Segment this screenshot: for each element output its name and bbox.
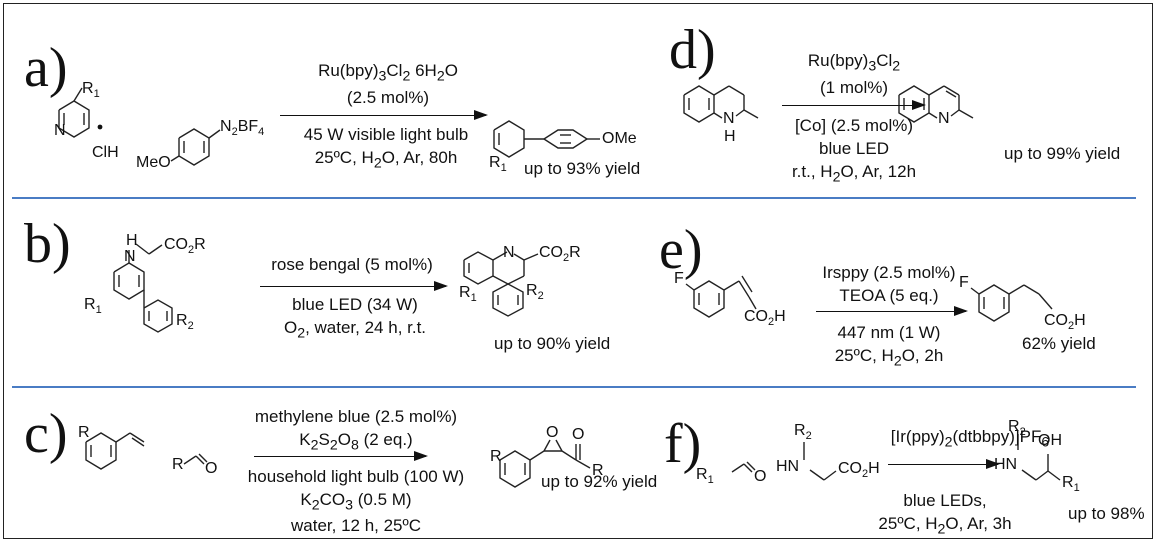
glycine-hn-label: HN bbox=[776, 458, 800, 475]
reaction-arrow-f bbox=[888, 458, 1000, 469]
ome-label: OMe bbox=[602, 130, 637, 147]
panel-label-d: d) bbox=[669, 19, 716, 81]
amine-n-label: N bbox=[124, 248, 136, 265]
glycine-r2-label: R2 bbox=[794, 422, 812, 443]
conditions-b-top: rose bengal (5 mol%) bbox=[271, 255, 433, 274]
thq-h-label: H bbox=[724, 128, 736, 145]
conditions-e-top: Irsppy (2.5 mol%) TEOA (5 eq.) bbox=[822, 263, 956, 305]
conditions-b-bottom: blue LED (34 W) O2, water, 24 h, r.t. bbox=[283, 295, 427, 342]
phenanthridine-n-label: N bbox=[503, 244, 515, 261]
aminoalcohol-r2-label: R2 bbox=[1008, 418, 1026, 439]
thq-n-label: N bbox=[723, 110, 735, 127]
ketone-o-label: O bbox=[572, 426, 585, 443]
aldehyde-f-o-label: O bbox=[754, 468, 767, 485]
panel-label-a: a) bbox=[24, 37, 68, 99]
molecule-tetrahydroquinoline bbox=[683, 85, 974, 123]
product-r1-label: R1 bbox=[459, 284, 477, 305]
meo-label: MeO bbox=[136, 154, 171, 171]
biaryl-b-r1-label: R1 bbox=[84, 296, 102, 317]
glycine-co2h-label: CO2H bbox=[838, 460, 880, 481]
product-f-label: F bbox=[959, 274, 969, 291]
aminoalcohol-oh-label: OH bbox=[1038, 432, 1062, 449]
reactant-co2h-label: CO2H bbox=[744, 308, 786, 329]
conditions-c-bottom: household light bulb (100 W) K2CO3 (0.5 … bbox=[247, 467, 465, 536]
yield-a: up to 93% yield bbox=[524, 159, 641, 178]
aldehyde-r1-label: R1 bbox=[696, 466, 714, 487]
reaction-arrow-a bbox=[280, 109, 488, 120]
reaction-arrow-b bbox=[260, 280, 448, 291]
molecule-glycine-aldehyde bbox=[731, 434, 1061, 481]
molecule-biaryl-glycine bbox=[113, 243, 539, 333]
reaction-arrow-d bbox=[782, 99, 926, 110]
yield-c: up to 92% yield bbox=[541, 472, 658, 491]
clh-label: ClH bbox=[92, 144, 119, 161]
molecule-fluorocinnamic-acid bbox=[685, 275, 1053, 322]
biaryl-b-r2-label: R2 bbox=[176, 312, 194, 333]
pyridine-n-label: N bbox=[54, 122, 66, 139]
ketone-r-label: R bbox=[592, 462, 604, 479]
product-co2r-label: CO2R bbox=[539, 244, 581, 265]
row-separator-2 bbox=[12, 386, 1136, 388]
conditions-d-top: Ru(bpy)3Cl2 (1 mol%) bbox=[807, 51, 901, 97]
yield-d: up to 99% yield bbox=[1004, 144, 1121, 163]
reaction-scheme-figure: a) R1 N ClH MeO N2BF4 Ru(bpy)3Cl2 6H2O (… bbox=[3, 3, 1153, 539]
conditions-c-top: methylene blue (2.5 mol%) K2S2O8 (2 eq.) bbox=[254, 407, 458, 454]
conditions-e-bottom: 447 nm (1 W) 25ºC, H2O, 2h bbox=[834, 323, 944, 370]
yield-e: 62% yield bbox=[1022, 334, 1096, 353]
reaction-arrow-e bbox=[816, 305, 968, 316]
panel-label-e: e) bbox=[659, 219, 703, 281]
amine-h-label: H bbox=[126, 232, 138, 249]
ester-co2r-label: CO2R bbox=[164, 236, 206, 257]
conditions-a-bottom: 45 W visible light bulb 25ºC, H2O, Ar, 8… bbox=[303, 125, 469, 172]
aminoalcohol-r1-label: R1 bbox=[1062, 474, 1080, 495]
aldehyde-r-label: R bbox=[172, 456, 184, 473]
panel-label-f: f) bbox=[664, 413, 702, 475]
styrene-r-label: R bbox=[78, 424, 90, 441]
reactant-f-label: F bbox=[674, 270, 684, 287]
conditions-a-top: Ru(bpy)3Cl2 6H2O (2.5 mol%) bbox=[318, 61, 458, 107]
product-r2-label: R2 bbox=[526, 282, 544, 303]
molecule-pyridinium bbox=[58, 87, 600, 166]
panel-label-b: b) bbox=[24, 213, 71, 275]
quinoline-n-label: N bbox=[938, 110, 950, 127]
product-co2h-label: CO2H bbox=[1044, 312, 1086, 333]
yield-f: up to 98% bbox=[1068, 504, 1145, 523]
epoxide-r1-label: R bbox=[490, 448, 502, 465]
conditions-f-top: [Ir(ppy)2(dtbbpy)]PF6 bbox=[890, 427, 1050, 451]
epoxide-o-label: O bbox=[546, 424, 559, 441]
aminoalcohol-hn-label: HN bbox=[994, 456, 1018, 473]
row-separator-1 bbox=[12, 197, 1136, 199]
conditions-d-bottom: [Co] (2.5 mol%) blue LED r.t., H2O, Ar, … bbox=[791, 116, 917, 186]
n2bf4-label: N2BF4 bbox=[220, 118, 265, 139]
aldehyde-o-label: O bbox=[205, 460, 218, 477]
biaryl-r1-label: R1 bbox=[489, 154, 507, 175]
reaction-arrow-c bbox=[254, 450, 428, 461]
yield-b: up to 90% yield bbox=[494, 334, 611, 353]
pyridine-r1-label: R1 bbox=[82, 80, 100, 101]
panel-label-c: c) bbox=[24, 403, 68, 465]
molecule-styrene-aldehyde bbox=[85, 432, 591, 488]
conditions-f-bottom: blue LEDs, 25ºC, H2O, Ar, 3h bbox=[878, 491, 1012, 538]
